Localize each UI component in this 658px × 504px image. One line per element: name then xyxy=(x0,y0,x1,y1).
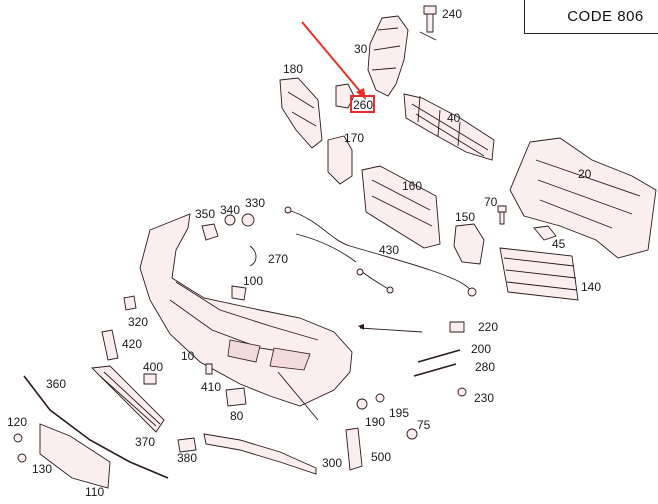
part-300-strip xyxy=(203,433,317,475)
part-150-lamp xyxy=(453,223,485,265)
label-80: 80 xyxy=(230,409,244,423)
part-410-clip xyxy=(205,363,213,375)
part-195-nut xyxy=(375,393,385,403)
label-370: 370 xyxy=(135,435,156,449)
label-120: 120 xyxy=(7,415,28,429)
label-30: 30 xyxy=(354,42,368,56)
part-130-screw xyxy=(17,453,27,463)
label-150: 150 xyxy=(455,210,476,224)
label-200: 200 xyxy=(471,342,492,356)
label-430: 430 xyxy=(379,243,400,257)
label-45: 45 xyxy=(552,237,566,251)
label-340: 340 xyxy=(220,203,241,217)
label-160: 160 xyxy=(402,179,423,193)
code-box: CODE 806 xyxy=(524,0,658,34)
label-10: 10 xyxy=(181,349,195,363)
part-320-bracket xyxy=(123,295,137,311)
label-140: 140 xyxy=(581,280,602,294)
part-230-screw xyxy=(457,387,467,397)
part-170-housing xyxy=(327,135,353,185)
part-270-bracket xyxy=(249,245,257,267)
part-20-carrier xyxy=(509,137,657,259)
label-20: 20 xyxy=(578,167,592,181)
label-330: 330 xyxy=(245,196,266,210)
part-360-trim xyxy=(23,375,169,479)
label-195: 195 xyxy=(389,406,410,420)
part-340-sensor xyxy=(224,214,236,226)
label-500: 500 xyxy=(371,450,392,464)
part-190-clip xyxy=(356,398,368,410)
label-380: 380 xyxy=(177,451,198,465)
label-320: 320 xyxy=(128,315,149,329)
part-75-screw xyxy=(406,428,418,440)
label-300: 300 xyxy=(322,456,343,470)
part-240-bolt xyxy=(423,5,437,33)
part-70-clip xyxy=(497,205,507,225)
part-260-highlight xyxy=(350,95,375,113)
label-260: 260 xyxy=(353,98,374,112)
label-100: 100 xyxy=(243,274,264,288)
part-330-sensor xyxy=(241,213,255,227)
label-420: 420 xyxy=(122,337,143,351)
part-120-screw xyxy=(13,433,23,443)
label-75: 75 xyxy=(417,418,431,432)
part-370-grille xyxy=(91,365,165,433)
part-220-clip xyxy=(449,321,465,333)
part-80-bracket xyxy=(225,387,247,407)
part-400-clip xyxy=(143,373,157,385)
code-label: CODE 806 xyxy=(567,8,644,25)
part-500-bracket xyxy=(345,427,363,471)
label-360: 360 xyxy=(46,377,67,391)
part-380-cap xyxy=(177,437,197,453)
part-420-strip xyxy=(101,329,119,361)
label-110: 110 xyxy=(85,485,105,499)
part-10-bumper xyxy=(139,213,353,407)
label-400: 400 xyxy=(143,360,164,374)
label-170: 170 xyxy=(344,131,365,145)
label-220: 220 xyxy=(478,320,499,334)
label-180: 180 xyxy=(283,62,304,76)
part-110-plate xyxy=(39,423,111,489)
part-350-sensor xyxy=(201,223,219,241)
part-200-strip xyxy=(417,349,461,363)
part-45-trim xyxy=(533,225,557,241)
highlight-arrow xyxy=(301,21,365,97)
part-40-absorber xyxy=(403,93,495,161)
part-160-bracket xyxy=(361,165,441,249)
label-240: 240 xyxy=(442,7,463,21)
label-40: 40 xyxy=(447,111,461,125)
part-30-bracket xyxy=(367,15,409,97)
label-70: 70 xyxy=(484,195,498,209)
label-280: 280 xyxy=(475,360,496,374)
label-350: 350 xyxy=(195,207,216,221)
label-230: 230 xyxy=(474,391,495,405)
label-410: 410 xyxy=(201,380,222,394)
part-180-bracket xyxy=(279,77,323,149)
label-270: 270 xyxy=(268,252,289,266)
label-130: 130 xyxy=(32,462,53,476)
part-100-piece xyxy=(231,285,247,301)
part-430-harness xyxy=(287,209,473,293)
label-190: 190 xyxy=(365,415,386,429)
part-280-strip xyxy=(413,363,457,377)
